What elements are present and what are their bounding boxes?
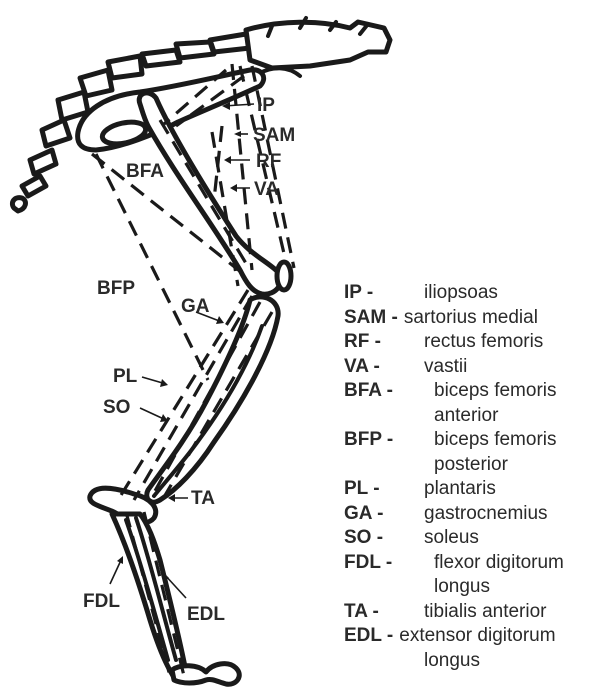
- legend-entry: VA -vastii: [344, 355, 598, 380]
- legend-abbr: SAM -: [344, 306, 398, 331]
- legend-entry: PL -plantaris: [344, 477, 598, 502]
- label-ip: IP: [257, 95, 275, 116]
- label-ga: GA: [181, 296, 210, 317]
- legend-abbr: BFA -: [344, 379, 428, 404]
- legend-entry: GA -gastrocnemius: [344, 502, 598, 527]
- legend-abbr: FDL -: [344, 551, 428, 576]
- legend-entry: EDL -extensor digitorum: [344, 624, 598, 649]
- legend-name: plantaris: [424, 477, 496, 502]
- legend-name: iliopsoas: [424, 281, 498, 306]
- legend-name: rectus femoris: [424, 330, 543, 355]
- legend-entry: RF -rectus femoris: [344, 330, 598, 355]
- legend-entry: SAM -sartorius medial: [344, 306, 598, 331]
- legend-entry: BFA -biceps femoris: [344, 379, 598, 404]
- label-va: VA: [254, 179, 279, 200]
- legend-name: gastrocnemius: [424, 502, 548, 527]
- legend-abbr: VA -: [344, 355, 418, 380]
- legend-abbr: PL -: [344, 477, 418, 502]
- legend-abbr: IP -: [344, 281, 418, 306]
- legend-abbr: RF -: [344, 330, 418, 355]
- legend-abbr: SO -: [344, 526, 418, 551]
- label-sam: SAM: [253, 125, 295, 146]
- legend-name-continued: posterior: [344, 453, 598, 478]
- label-edl: EDL: [187, 604, 225, 625]
- label-ta: TA: [191, 488, 215, 509]
- label-bfp: BFP: [97, 278, 135, 299]
- legend-abbr: GA -: [344, 502, 418, 527]
- legend-name-continued: longus: [344, 649, 598, 674]
- legend-abbr: EDL -: [344, 624, 393, 649]
- label-pl: PL: [113, 366, 138, 387]
- foot: [90, 488, 239, 684]
- legend-entry: BFP -biceps femoris: [344, 428, 598, 453]
- label-rf: RF: [256, 151, 281, 172]
- legend-abbr: TA -: [344, 600, 418, 625]
- label-bfa: BFA: [126, 161, 164, 182]
- legend-name-continued: longus: [344, 575, 598, 600]
- legend-name: extensor digitorum: [399, 624, 555, 649]
- legend-abbr: BFP -: [344, 428, 428, 453]
- tibia: [147, 297, 278, 502]
- label-fdl: FDL: [83, 591, 120, 612]
- legend-name: soleus: [424, 526, 479, 551]
- legend-entry: FDL -flexor digitorum: [344, 551, 598, 576]
- legend-entry: SO -soleus: [344, 526, 598, 551]
- legend-name: tibialis anterior: [424, 600, 547, 625]
- legend-name-continued: anterior: [344, 404, 598, 429]
- legend-name: vastii: [424, 355, 467, 380]
- legend-name: flexor digitorum: [434, 551, 564, 576]
- legend-name: biceps femoris: [434, 379, 557, 404]
- label-so: SO: [103, 397, 130, 418]
- legend-entry: TA -tibialis anterior: [344, 600, 598, 625]
- legend-name: biceps femoris: [434, 428, 557, 453]
- legend-name: sartorius medial: [404, 306, 538, 331]
- legend-entry: IP -iliopsoas: [344, 281, 598, 306]
